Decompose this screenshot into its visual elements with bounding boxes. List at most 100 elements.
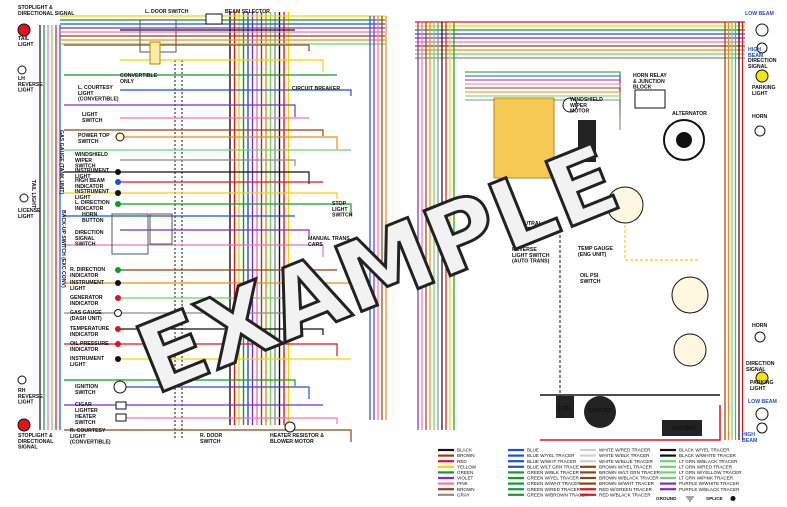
heater-switch-symbol [115, 413, 127, 422]
legend-label: BLACK W/WHITE TRACER [679, 453, 737, 458]
branch-wire [64, 104, 296, 117]
branch-wire [120, 328, 324, 335]
legend-label: LT GRN W/BLACK TRACER [679, 459, 738, 464]
bulkhead-connector [493, 97, 555, 179]
stoplight-lamp-bottom [17, 418, 31, 432]
branch-wire [64, 282, 352, 289]
temperature-bulb [115, 326, 121, 332]
branch-wire [64, 244, 324, 257]
branch-wire [64, 44, 310, 51]
high-beam-lamp-bottom [756, 422, 768, 434]
oil-pressure-bulb [115, 341, 121, 347]
legend-label: PURPLE W/WHITE TRACER [679, 481, 740, 486]
cigar-lighter-symbol [115, 401, 127, 410]
branch-wire [120, 386, 310, 399]
legend-label: YELLOW [457, 464, 477, 469]
label-low-beam-top: LOW BEAM [745, 11, 774, 17]
label-starter: STARTER [588, 408, 612, 414]
ground-icon [686, 496, 694, 502]
legend-label: LT GRN W/YELLOW TRACER [679, 470, 742, 475]
legend-label: LT GRN W/PINK TRACER [679, 476, 734, 481]
label-beam-selector: BEAM SELECTOR [225, 9, 270, 15]
legend-label: BLUE W/WHT TRACER [527, 459, 577, 464]
instrument-bulb-2 [115, 190, 121, 196]
legend-label: BROWN [457, 453, 475, 458]
component-symbols [17, 13, 769, 436]
legend-label: GREEN W/YEL TRACER [527, 476, 579, 481]
low-beam-lamp-top [755, 23, 769, 37]
legend-label: BROWN W/YEL TRACER [599, 464, 653, 469]
legend-label: BLACK [457, 448, 473, 453]
blower-motor-symbol [284, 421, 296, 433]
branch-wire [64, 379, 296, 386]
distributor-symbol-1 [606, 186, 644, 224]
instrument-bulb-3 [115, 280, 121, 286]
fuse-holder [149, 41, 161, 65]
legend-label: PURPLE W/BLACK TRACER [679, 487, 740, 492]
wiper-motor-symbol [562, 97, 578, 113]
label-battery: BATTERY [672, 426, 696, 432]
label-coil: COIL [558, 406, 571, 412]
label-stoplight-directional-tl: STOPLIGHT &DIRECTIONAL SIGNAL [18, 5, 75, 17]
legend-label: BROWN [457, 487, 475, 492]
branch-wire [64, 171, 310, 184]
label-circuit-breaker: CIRCUIT BREAKER [292, 86, 340, 92]
splice-icon [730, 496, 736, 501]
distributor-symbol-3 [673, 333, 707, 367]
high-beam-lamp-top [756, 42, 768, 54]
legend-label: RED W/GREEN TRACER [599, 487, 653, 492]
branch-wire [120, 89, 352, 96]
legend-label: WHITE W/BLK TRACER [599, 453, 650, 458]
label-temp-gauge-eng: TEMP GAUGE(ENG UNIT) [578, 246, 613, 258]
horn-symbol-bottom [754, 331, 766, 343]
right-wire-harness [415, 21, 745, 441]
distributor-symbol-2 [671, 276, 709, 314]
battery-symbol [662, 420, 702, 436]
legend-label: BLUE W/YEL TRACER [527, 453, 575, 458]
legend-label: WHITE W/RED TRACER [599, 448, 651, 453]
stoplight-lamp-top [17, 23, 31, 37]
legend-label: VIOLET [457, 476, 474, 481]
alternator-regulator [578, 120, 596, 162]
legend-label: GREEN W/BLK TRACER [527, 470, 580, 475]
legend-ground-label: GROUND [656, 496, 677, 501]
battery-wire [540, 405, 721, 441]
instrument-bulb-4 [115, 356, 121, 362]
label-gas-gauge-dash: GAS GAUGE(DASH UNIT) [70, 310, 102, 322]
left-wire-harness [39, 12, 387, 442]
legend-label: GREEN W/WHT TRACER [527, 481, 581, 486]
indicator-bulbs [114, 132, 125, 362]
branch-wire [120, 417, 338, 424]
power-top-switch-symbol [115, 132, 125, 142]
horn-relay-box [634, 89, 666, 109]
legend-label: GREEN W/BROWN TRACER [527, 492, 589, 497]
legend-label: BROWN W/BLACK TRACER [599, 476, 659, 481]
coil-symbol [556, 396, 574, 418]
